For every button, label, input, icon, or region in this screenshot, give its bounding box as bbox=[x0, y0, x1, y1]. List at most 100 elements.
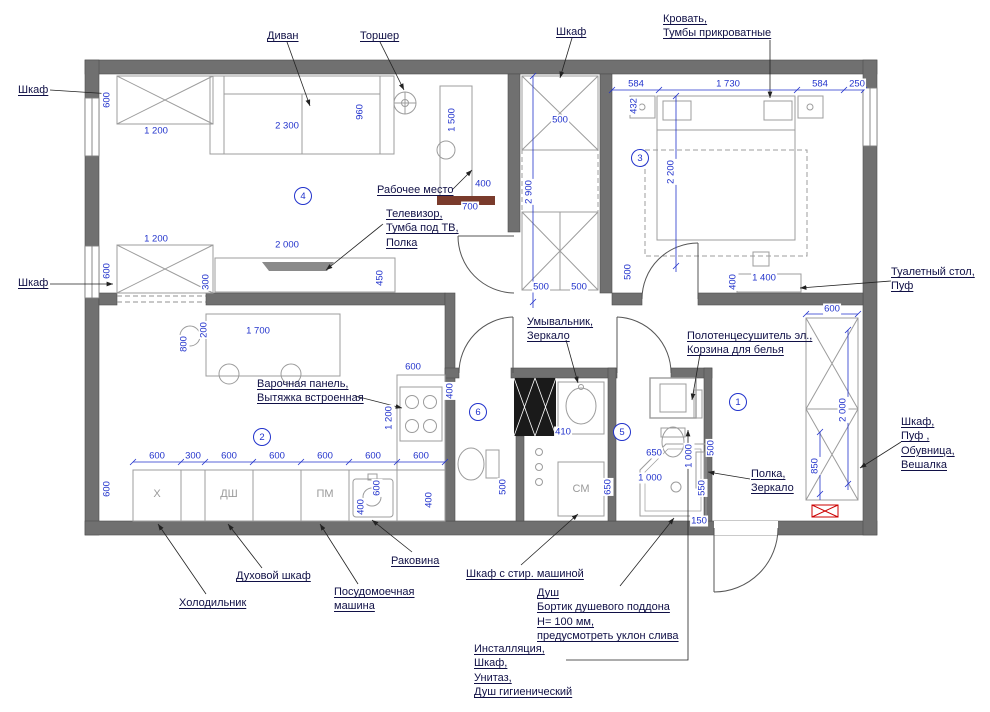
callout-oven: Духовой шкаф bbox=[236, 569, 311, 583]
windows bbox=[84, 87, 878, 299]
towel-dryer bbox=[693, 389, 703, 419]
door-living bbox=[457, 235, 515, 294]
callout-kitchen-sink: Раковина bbox=[391, 554, 439, 568]
callout-dressing-table: Туалетный стол,Пуф bbox=[891, 265, 975, 294]
ventilation-shafts bbox=[513, 377, 557, 437]
dimension-label: 300 bbox=[184, 450, 202, 462]
dimension-label: 300 bbox=[200, 273, 212, 291]
dimension-label: 1 700 bbox=[245, 325, 271, 337]
tv-unit bbox=[214, 257, 396, 293]
callout-line: Инсталляция, bbox=[474, 643, 545, 655]
dimension-label: 500 bbox=[497, 478, 509, 496]
wardrobe-left-mid bbox=[116, 244, 214, 294]
installation-unit bbox=[649, 377, 697, 419]
callout-line: Н= 100 мм, bbox=[537, 615, 595, 628]
dimension-label: 400 bbox=[474, 178, 492, 190]
dimension-lines bbox=[129, 72, 868, 500]
dimension-label: 650 bbox=[645, 447, 663, 459]
callout-line: Пуф bbox=[891, 280, 914, 293]
pipe-risers bbox=[535, 448, 543, 486]
dimension-label: 150 bbox=[690, 515, 708, 527]
washbasin bbox=[557, 381, 605, 435]
dimension-label: 1 200 bbox=[143, 233, 169, 245]
hall-wardrobes bbox=[521, 75, 599, 291]
callout-line: Зеркало bbox=[527, 330, 570, 343]
callout-line: Рабочее место bbox=[377, 184, 454, 196]
room-number-2: 2 bbox=[253, 428, 271, 446]
opening-dashes bbox=[117, 295, 206, 303]
dimension-label: 410 bbox=[554, 426, 572, 438]
callout-line: Полотенцесушитель эл., bbox=[687, 330, 813, 342]
callout-shelf-mirror: Полка,Зеркало bbox=[751, 467, 794, 496]
callout-line: Шкаф bbox=[556, 26, 587, 38]
floor-lamp bbox=[393, 91, 417, 115]
dimension-label: 200 bbox=[198, 321, 210, 339]
room-number-1: 1 bbox=[729, 393, 747, 411]
cooktop bbox=[399, 386, 443, 442]
dimension-label: 450 bbox=[374, 269, 386, 287]
appliance-letter-3: СМ bbox=[572, 483, 590, 495]
callout-line: Умывальник, bbox=[527, 316, 594, 328]
callout-line: Торшер bbox=[360, 30, 400, 42]
callout-sofa: Диван bbox=[267, 29, 299, 43]
dimension-label: 550 bbox=[696, 479, 708, 497]
door-bedroom bbox=[641, 242, 699, 300]
callout-line: Зеркало bbox=[751, 482, 794, 495]
dimension-label: 400 bbox=[355, 498, 367, 516]
callout-line: Диван bbox=[267, 30, 299, 42]
dimension-label: 960 bbox=[354, 103, 366, 121]
callout-line: Унитаз, bbox=[474, 671, 512, 684]
callout-wardrobe-left-mid: Шкаф bbox=[18, 276, 48, 290]
callout-cooktop: Варочная панель, Вытяжка встроенная bbox=[257, 377, 364, 406]
dimension-label: 400 bbox=[727, 273, 739, 291]
dimension-label: 600 bbox=[404, 361, 422, 373]
dimension-label: 1 200 bbox=[383, 405, 395, 431]
electrical-panel bbox=[811, 504, 839, 518]
callout-line: Бортик душевого поддона bbox=[537, 601, 670, 614]
callout-line: Обувница, bbox=[901, 444, 955, 457]
dimension-label: 600 bbox=[101, 262, 113, 280]
dimension-label: 600 bbox=[101, 480, 113, 498]
dimension-label: 2 000 bbox=[837, 397, 849, 423]
dimension-label: 400 bbox=[444, 382, 456, 400]
walls bbox=[84, 59, 878, 536]
dimension-label: 500 bbox=[570, 281, 588, 293]
wardrobe-top-left bbox=[116, 75, 214, 125]
callout-towel-dryer: Полотенцесушитель эл., Корзина для белья bbox=[687, 329, 812, 358]
dimension-label: 500 bbox=[622, 263, 634, 281]
bed bbox=[644, 95, 808, 257]
dimension-label: 850 bbox=[809, 457, 821, 475]
dimension-label: 600 bbox=[220, 450, 238, 462]
sofa bbox=[209, 75, 395, 155]
room-number-3: 3 bbox=[631, 149, 649, 167]
callout-line: Тумбы прикроватные bbox=[663, 27, 772, 40]
dimension-label: 800 bbox=[178, 335, 190, 353]
callout-floor-lamp: Торшер bbox=[360, 29, 399, 43]
callout-line: Вытяжка встроенная bbox=[257, 392, 364, 405]
dimension-label: 600 bbox=[268, 450, 286, 462]
entry-opening bbox=[714, 521, 778, 535]
callout-line: Духовой шкаф bbox=[236, 570, 311, 582]
callout-line: Шкаф bbox=[18, 277, 49, 289]
callout-wardrobe-hall: Шкаф bbox=[556, 25, 586, 39]
dimension-label: 432 bbox=[628, 97, 640, 115]
dimension-label: 250 bbox=[848, 78, 866, 90]
dimension-label: 1 200 bbox=[143, 125, 169, 137]
dimension-label: 600 bbox=[101, 91, 113, 109]
kitchen-counter bbox=[132, 374, 446, 522]
callout-line: Шкаф, bbox=[474, 657, 508, 670]
appliance-letter-2: ПМ bbox=[316, 488, 334, 500]
toilet-room5 bbox=[660, 426, 686, 458]
dimension-label: 2 300 bbox=[274, 120, 300, 132]
door-bathroom bbox=[616, 316, 672, 374]
callout-line: Варочная панель, bbox=[257, 378, 349, 390]
dimension-label: 2 200 bbox=[665, 159, 677, 185]
callout-tv-unit: Телевизор,Тумба под ТВ,Полка bbox=[386, 207, 459, 250]
doors bbox=[457, 235, 779, 593]
dimension-label: 1 000 bbox=[637, 472, 663, 484]
callout-line: Душ гигиенический bbox=[474, 685, 573, 698]
callout-line: Раковина bbox=[391, 555, 440, 567]
callout-line: Пуф , bbox=[901, 430, 930, 443]
callout-line: Корзина для белья bbox=[687, 344, 784, 357]
